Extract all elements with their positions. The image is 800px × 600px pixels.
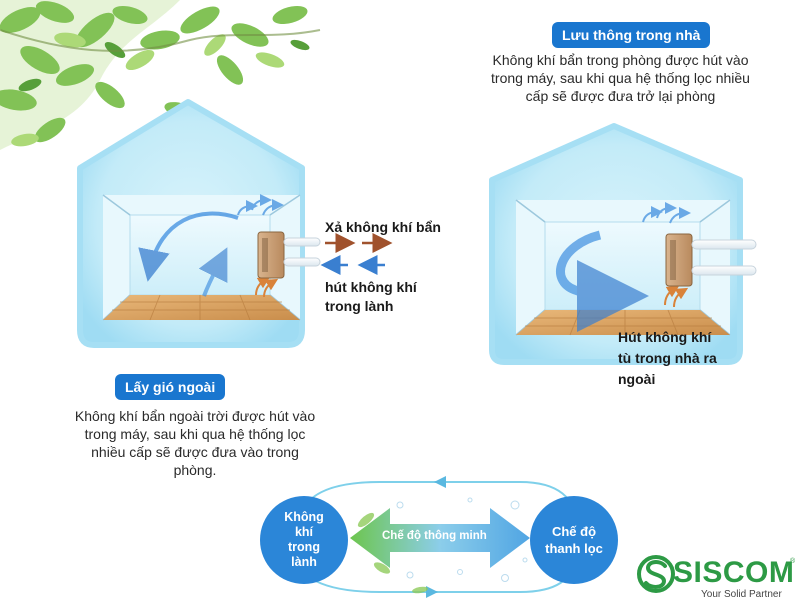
left-desc-line: Không khí bẩn ngoài trời được hút vào (74, 408, 316, 424)
right-desc-line: cấp sẽ được đưa trở lại phòng (525, 88, 716, 104)
left-desc-line: nhiều cấp sẽ được đưa vào trong (91, 444, 299, 460)
left-mode-description: Không khí bẩn ngoài trời được hút vào tr… (60, 407, 330, 479)
left-desc-line: trong máy, sau khi qua hệ thống lọc (84, 426, 306, 442)
intake-label: hút không khí trong lành (325, 278, 417, 316)
brand-name: SISCOM (673, 556, 795, 589)
fresh-air-line: Không (284, 510, 324, 524)
left-house (77, 99, 321, 348)
exhaust-label: Xả không khí bẩn (325, 219, 441, 235)
intake-label-line: trong lành (325, 298, 394, 314)
purify-line: thanh lọc (545, 541, 603, 556)
right-intake-label: Hút không khí tù trong nhà ra ngoài (618, 327, 717, 390)
fresh-air-line: khí (294, 525, 314, 539)
right-intake-line: ngoài (618, 371, 656, 387)
foliage-decoration (0, 0, 321, 150)
right-desc-line: trong máy, sau khi qua hệ thống lọc nhiề… (491, 70, 750, 86)
fresh-air-line: lành (291, 555, 317, 569)
purify-line: Chế độ (551, 524, 597, 539)
intake-label-line: hút không khí (325, 279, 417, 295)
siscom-logo-icon (637, 555, 675, 593)
right-intake-line: tù trong nhà ra (618, 350, 717, 366)
brand-registered-mark: ® (790, 558, 796, 565)
left-mode-tag: Lấy gió ngoài (115, 374, 226, 400)
right-desc-line: Không khí bẩn trong phòng được hút vào (492, 52, 749, 68)
right-mode-description: Không khí bẩn trong phòng được hút vào t… (468, 51, 773, 105)
right-mode-tag: Lưu thông trong nhà (552, 22, 711, 48)
brand-tagline: Your Solid Partner (701, 589, 782, 600)
purify-mode-circle: Chế độ thanh lọc (530, 496, 618, 584)
fresh-air-mode-circle: Không khí trong lành (260, 496, 348, 584)
right-house (489, 123, 757, 365)
left-desc-line: phòng. (173, 462, 217, 478)
smart-mode-label: Chế độ thông minh (382, 530, 487, 542)
fresh-air-line: trong (288, 540, 320, 554)
right-intake-line: Hút không khí (618, 329, 712, 345)
